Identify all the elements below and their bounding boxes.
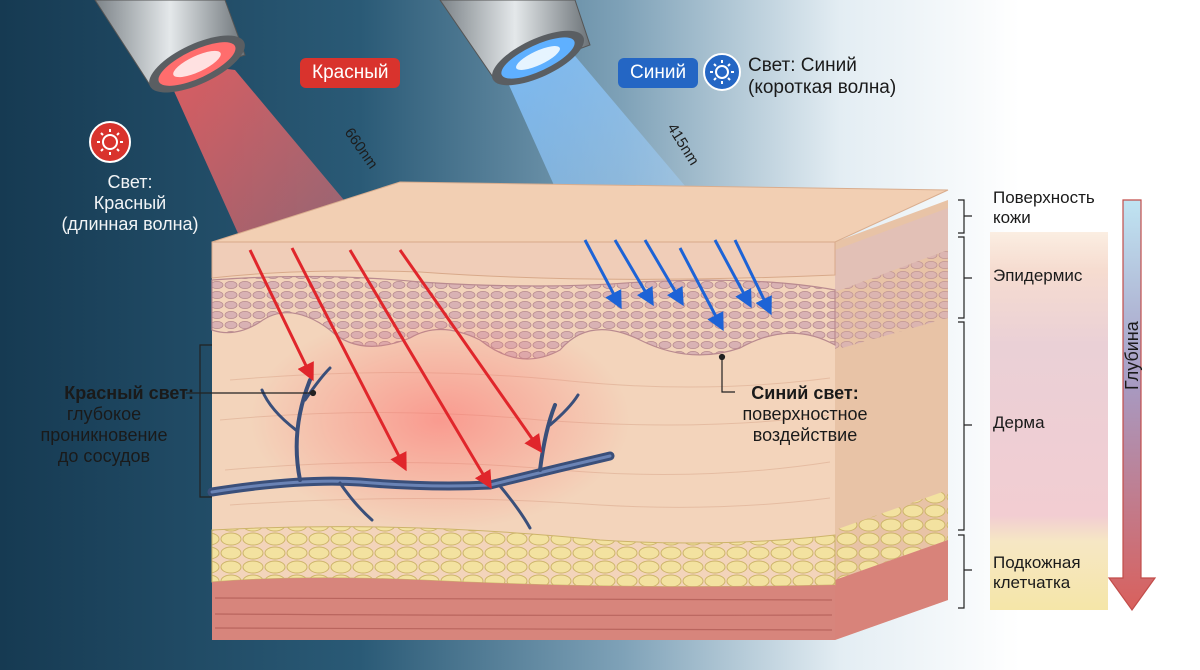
layer-label-subcutaneous-line2: клетчатка <box>993 573 1071 592</box>
layer-label-epidermis: Эпидермис <box>993 266 1083 285</box>
red-light-tag: Красный <box>300 58 401 88</box>
vein-icon <box>207 366 615 530</box>
layer-label-surface-line2: кожи <box>993 208 1031 227</box>
blue-effect-title: Синий свет: <box>751 383 859 403</box>
red-light-wave: (длинная волна) <box>61 214 199 234</box>
depth-axis-label: Глубина <box>1122 321 1142 390</box>
red-penetration-arrows <box>248 247 543 490</box>
blue-effect-line2: воздействие <box>752 425 858 445</box>
depth-arrow-icon <box>1107 199 1157 612</box>
layer-brackets <box>958 199 972 609</box>
red-effect-bracket <box>199 344 212 498</box>
blue-light-line1: Свет: Синий <box>748 55 857 76</box>
blue-effect-leader <box>721 357 735 393</box>
layer-color-column <box>990 232 1108 610</box>
layer-label-subcutaneous-line1: Подкожная <box>993 553 1081 572</box>
red-effect-title: Красный свет: <box>64 383 194 403</box>
red-light-name: Красный <box>93 193 167 213</box>
muscle-layer <box>212 577 835 640</box>
blue-effect-line1: поверхностное <box>742 404 868 424</box>
blue-effect-caption: Синий свет: поверхностное воздействие <box>730 383 880 446</box>
blue-sun-icon <box>703 53 741 91</box>
layer-label-subcutaneous: Подкожная клетчатка <box>993 553 1081 593</box>
red-sun-icon <box>89 121 131 163</box>
layer-label-surface: Поверхность кожи <box>993 188 1095 228</box>
blue-flashlight-icon <box>439 0 591 86</box>
red-light-caption: Свет: Красный (длинная волна) <box>50 172 210 235</box>
red-effect-line2: проникновение <box>40 425 168 445</box>
red-effect-line3: до сосудов <box>57 446 151 466</box>
blue-light-line2: (короткая волна) <box>748 77 897 98</box>
layer-label-surface-line1: Поверхность <box>993 188 1095 207</box>
red-flashlight-icon <box>94 0 246 93</box>
blue-surface-arrows <box>583 239 772 332</box>
layer-label-dermis: Дерма <box>993 413 1045 432</box>
red-effect-caption: Красный свет: глубокое проникновение до … <box>14 383 194 467</box>
red-light-title: Свет: <box>107 172 153 192</box>
blue-light-tag: Синий <box>618 58 699 88</box>
blue-light-caption: Свет: Синий (короткая волна) <box>748 55 896 99</box>
red-effect-line1: глубокое <box>66 404 142 424</box>
